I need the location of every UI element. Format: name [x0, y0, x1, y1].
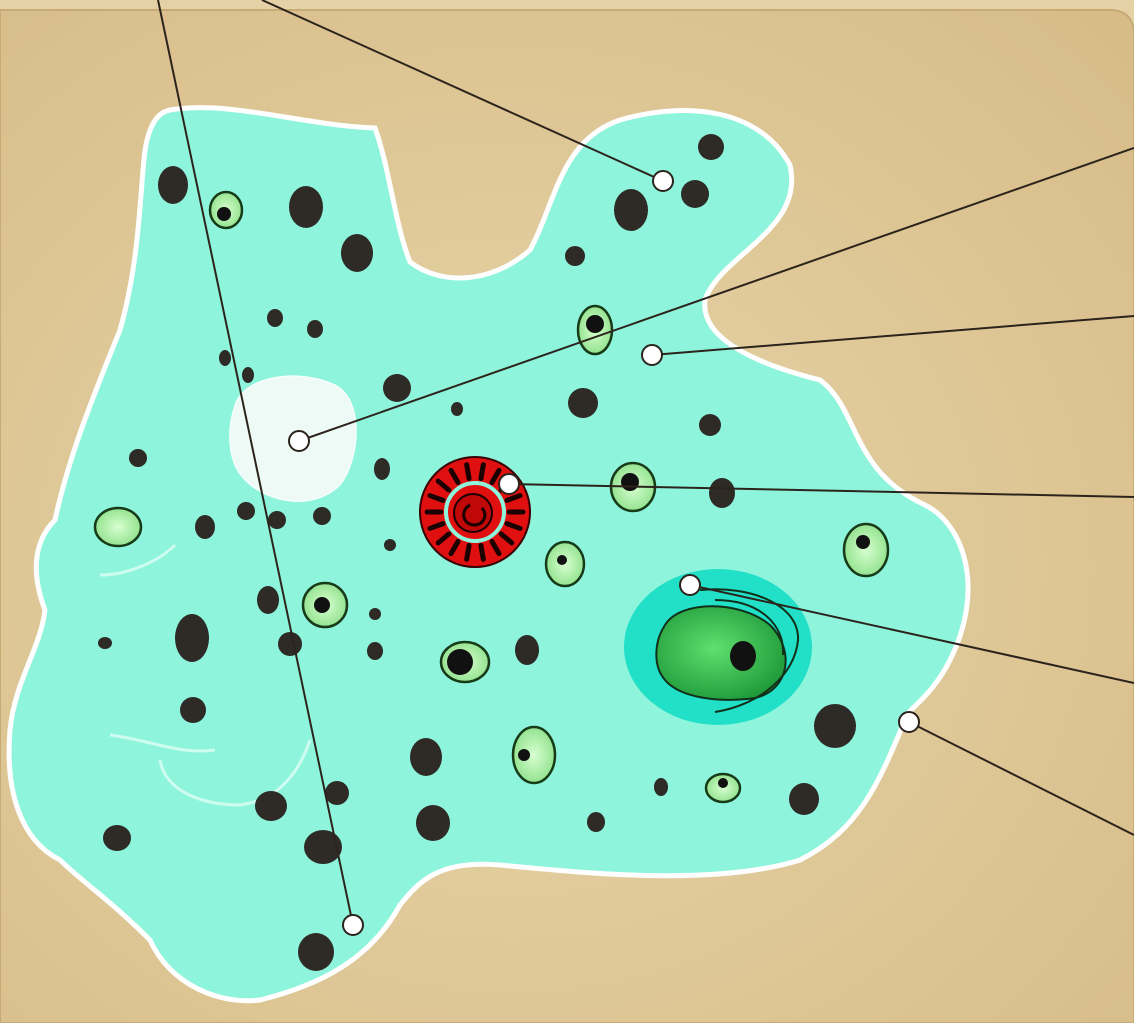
- food-particle: [314, 597, 330, 613]
- granule: [307, 320, 323, 338]
- leader-marker: [899, 712, 919, 732]
- granule: [709, 478, 735, 508]
- granule: [681, 180, 709, 208]
- contractile-vacuole-spoke: [481, 465, 483, 479]
- granule: [699, 414, 721, 436]
- granule: [814, 704, 856, 748]
- food-particle: [557, 555, 567, 565]
- granule: [374, 458, 390, 480]
- granule: [789, 783, 819, 815]
- granule: [237, 502, 255, 520]
- granule: [325, 781, 349, 805]
- granule: [313, 507, 331, 525]
- granule: [268, 511, 286, 529]
- contractile-vacuole-spoke: [467, 545, 469, 559]
- granule: [158, 166, 188, 204]
- granule: [587, 812, 605, 832]
- granule: [278, 632, 302, 656]
- granule: [195, 515, 215, 539]
- food-particle: [217, 207, 231, 221]
- contractile-vacuole: [420, 457, 530, 567]
- granule: [267, 309, 283, 327]
- granule: [383, 374, 411, 402]
- food-particle: [856, 535, 870, 549]
- leader-marker: [289, 431, 309, 451]
- leader-marker: [642, 345, 662, 365]
- granule: [654, 778, 668, 796]
- contractile-vacuole-spoke: [467, 465, 469, 479]
- granule: [565, 246, 585, 266]
- granule: [369, 608, 381, 620]
- food-particle: [718, 778, 728, 788]
- granule: [175, 614, 209, 662]
- granule: [180, 697, 206, 723]
- granule: [515, 635, 539, 665]
- contractile-vacuole-spoke: [481, 545, 483, 559]
- granule: [416, 805, 450, 841]
- leader-marker: [499, 474, 519, 494]
- granule: [103, 825, 131, 851]
- granule: [614, 189, 648, 231]
- leader-marker: [653, 171, 673, 191]
- granule: [129, 449, 147, 467]
- granule: [367, 642, 383, 660]
- granule: [257, 586, 279, 614]
- granule: [219, 350, 231, 366]
- nucleolus: [730, 641, 756, 671]
- food-particle: [518, 749, 530, 761]
- granule: [341, 234, 373, 272]
- granule: [568, 388, 598, 418]
- granule: [384, 539, 396, 551]
- granule: [298, 933, 334, 971]
- food-vacuole: [844, 524, 888, 576]
- leader-marker: [680, 575, 700, 595]
- granule: [98, 637, 112, 649]
- granule: [255, 791, 287, 821]
- granule: [698, 134, 724, 160]
- food-particle: [621, 473, 639, 491]
- granule: [242, 367, 254, 383]
- leader-marker: [343, 915, 363, 935]
- granule: [451, 402, 463, 416]
- food-particle: [586, 315, 604, 333]
- granule: [410, 738, 442, 776]
- food-particle: [447, 649, 473, 675]
- granule: [289, 186, 323, 228]
- food-vacuole: [95, 508, 141, 546]
